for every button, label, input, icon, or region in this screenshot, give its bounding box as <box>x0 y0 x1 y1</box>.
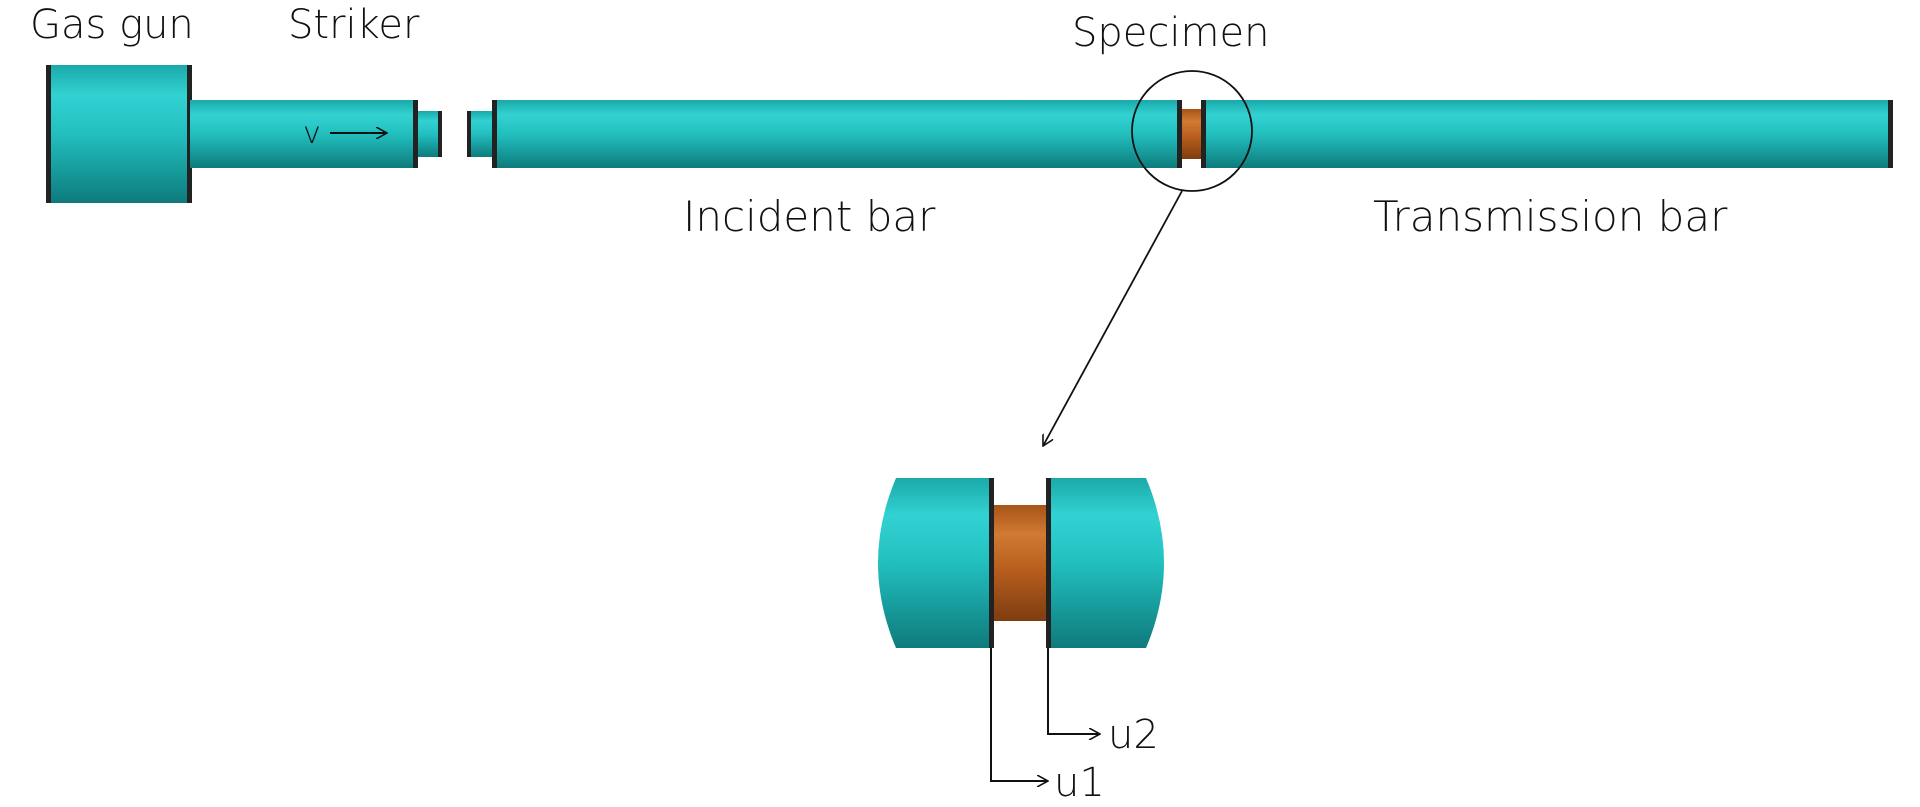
striker-label: Striker <box>288 2 420 48</box>
striker <box>418 111 442 157</box>
specimen-label: Specimen <box>1072 10 1269 56</box>
specimen-small <box>1182 109 1201 159</box>
velocity-label: v <box>303 116 321 151</box>
u1-label: u1 <box>1054 760 1105 806</box>
gas-gun <box>46 65 192 203</box>
gas-gun-label: Gas gun <box>30 2 194 48</box>
incident-bar-label: Incident bar <box>683 192 936 241</box>
transmission-bar <box>1201 100 1893 168</box>
specimen-magnifier-circle <box>1131 70 1253 192</box>
displacement-u1-leader <box>990 648 1048 781</box>
displacement-u2-leader <box>1047 648 1100 734</box>
zoomed-transmission-bar-end <box>1046 478 1164 648</box>
zoomed-incident-bar-end <box>878 478 994 648</box>
transmission-bar-label: Transmission bar <box>1373 192 1728 241</box>
incident-bar <box>492 100 1182 168</box>
incident-bar-end-cap <box>467 111 493 157</box>
zoomed-specimen <box>994 505 1046 621</box>
u2-label: u2 <box>1108 712 1159 758</box>
zoom-arrow <box>1043 190 1183 446</box>
